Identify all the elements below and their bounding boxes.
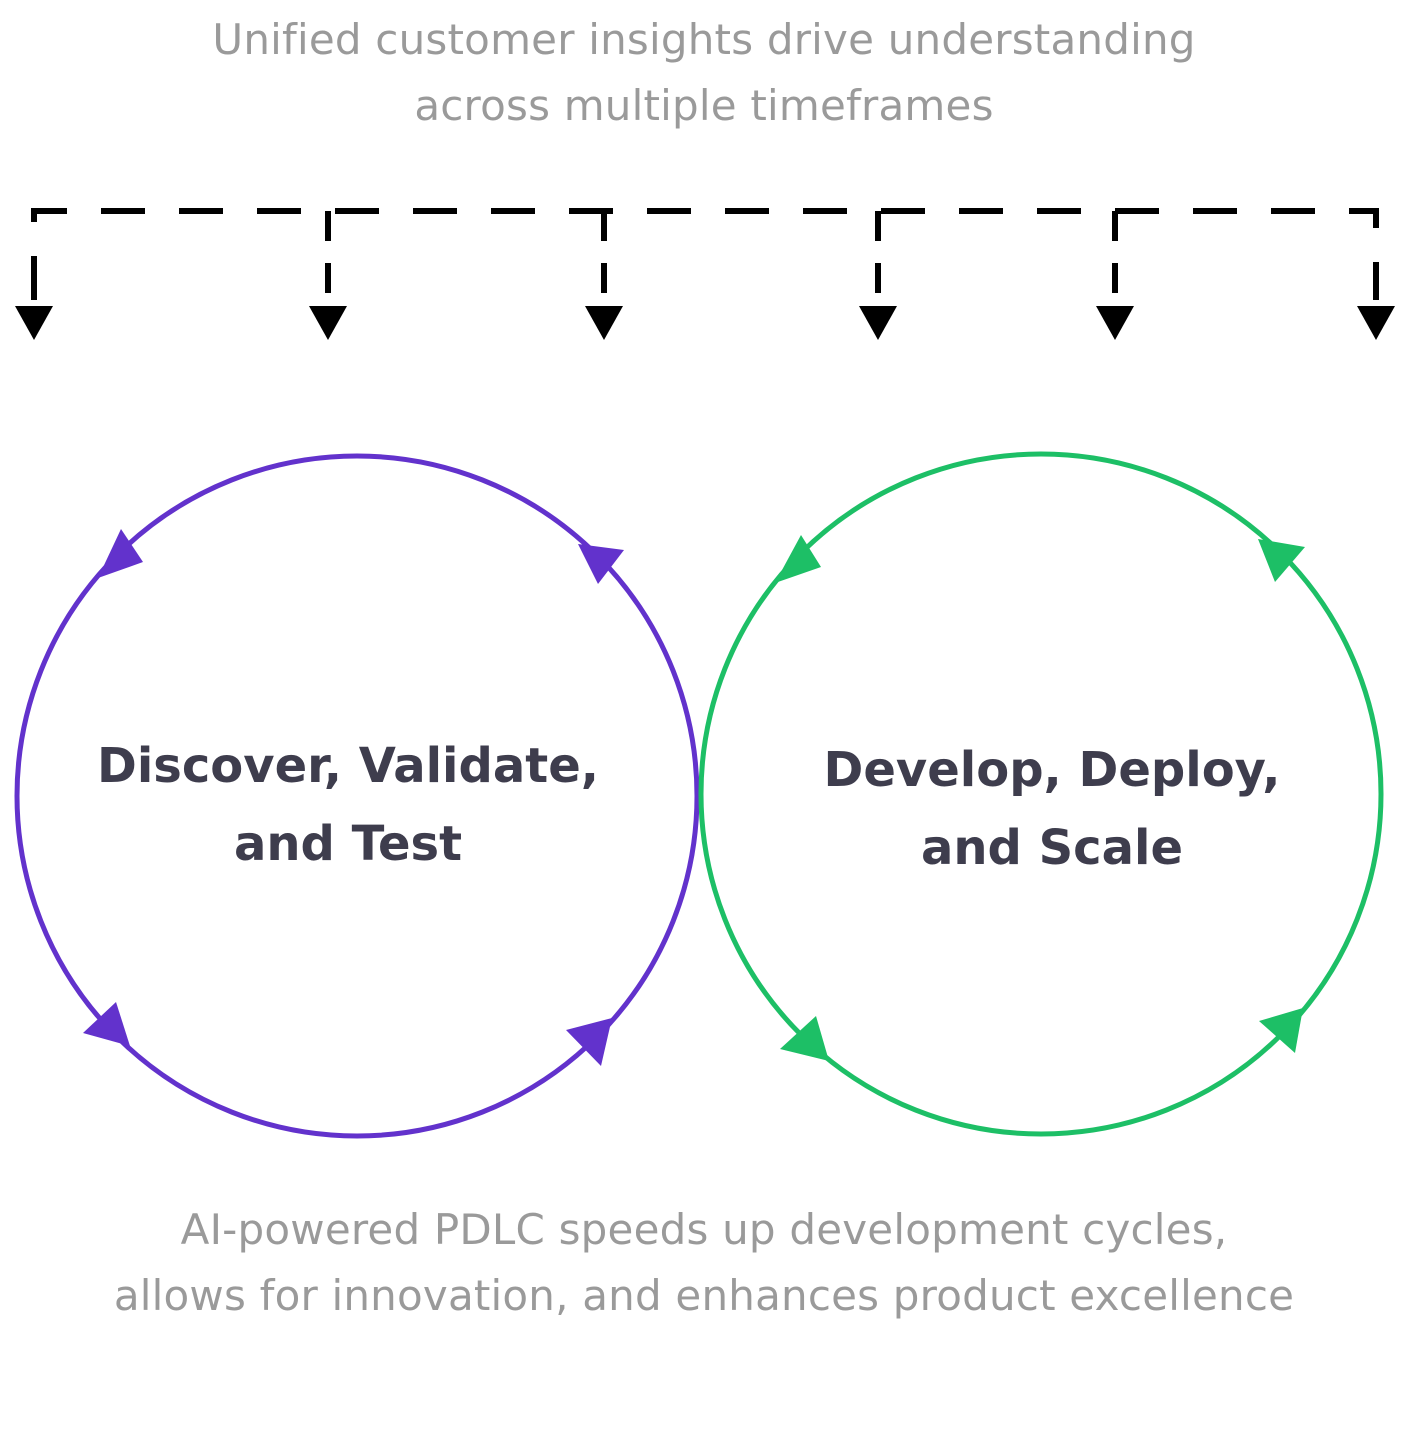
bottom-caption-line-2: allows for innovation, and enhances prod… <box>113 1271 1295 1320</box>
connector-line <box>31 208 1379 300</box>
cycle-develop-deploy-scale <box>698 451 1384 1137</box>
bottom-caption-line-1: AI-powered PDLC speeds up development cy… <box>180 1205 1228 1254</box>
cycle-label-right-line-1: Develop, Deploy, <box>823 742 1281 798</box>
cycle-label-right: Develop, Deploy, and Scale <box>762 731 1342 887</box>
top-caption-line-1: Unified customer insights drive understa… <box>212 15 1196 64</box>
cycle-ring-left <box>14 453 700 1139</box>
cycle-arrow-right-4 <box>1259 1008 1303 1053</box>
cycle-label-left: Discover, Validate, and Test <box>58 727 638 883</box>
timeframe-connector <box>15 208 1395 340</box>
down-arrow-5 <box>1096 306 1134 340</box>
cycle-discover-validate-test <box>14 453 700 1139</box>
down-arrow-4 <box>859 306 897 340</box>
cycle-label-left-line-1: Discover, Validate, <box>96 738 599 794</box>
cycle-arrow-left-1 <box>98 529 143 578</box>
bottom-caption: AI-powered PDLC speeds up development cy… <box>0 1197 1408 1329</box>
top-caption-line-2: across multiple timeframes <box>414 81 994 130</box>
cycle-arrow-left-4 <box>566 1018 612 1066</box>
cycle-label-left-line-2: and Test <box>233 816 463 872</box>
cycle-ring-right <box>698 451 1384 1137</box>
down-arrow-6 <box>1357 306 1395 340</box>
top-caption: Unified customer insights drive understa… <box>0 7 1408 139</box>
down-arrow-2 <box>309 306 347 340</box>
cycle-arrow-left-3 <box>83 1002 130 1046</box>
cycle-arrow-right-1 <box>775 535 821 583</box>
cycle-arrow-left-2 <box>578 544 624 584</box>
cycle-arrow-right-2 <box>1258 539 1305 582</box>
down-arrow-3 <box>585 306 623 340</box>
down-arrow-1 <box>15 306 53 340</box>
cycle-label-right-line-2: and Scale <box>920 820 1184 876</box>
cycle-arrow-right-3 <box>780 1016 829 1061</box>
